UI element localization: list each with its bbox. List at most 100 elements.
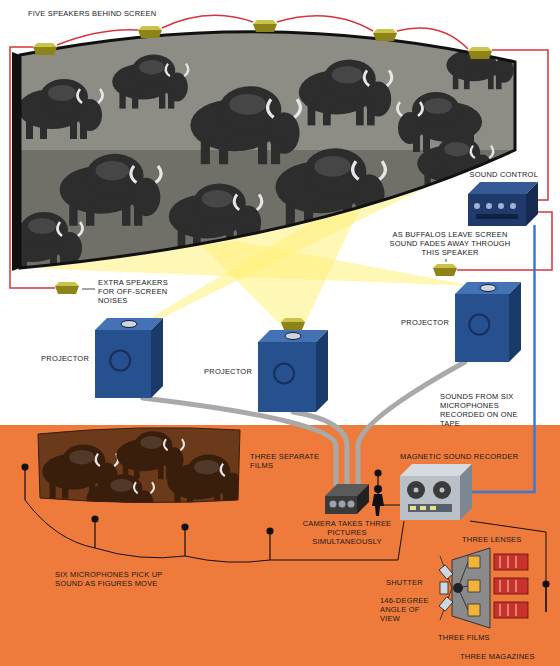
projector-box [469, 315, 489, 335]
speaker-wire [397, 28, 468, 49]
speaker-wire [10, 47, 55, 288]
projector-box [316, 330, 328, 412]
projector-box [95, 318, 163, 398]
projector-box [258, 330, 328, 412]
node-label: SOUND CONTROL [470, 170, 538, 179]
speaker-wire [10, 15, 552, 288]
camera-operator [374, 485, 382, 493]
buffalo-photo [38, 428, 240, 503]
projector-box [258, 342, 316, 412]
microphone [267, 528, 273, 534]
sound-recorder [420, 506, 426, 510]
camera-operator [372, 485, 384, 516]
lens-diagram [439, 565, 453, 579]
callout-label: EXTRA SPEAKERS FOR OFF-SCREEN NOISES [98, 278, 180, 305]
lens-diagram [516, 556, 517, 568]
lens-diagram [508, 556, 509, 568]
speaker [373, 29, 397, 41]
callout-label: THREE FILMS [438, 633, 490, 642]
projector-box [455, 294, 509, 362]
sound-recorder [400, 464, 472, 476]
camera-operator [372, 494, 384, 516]
sound-control-box: SOUND CONTROL [468, 182, 538, 226]
lens-diagram [494, 602, 528, 618]
speaker [138, 26, 162, 38]
lens-diagram [440, 582, 448, 594]
lens-diagram [516, 604, 517, 616]
cinema-screen [0, 0, 560, 300]
sound-recorder [414, 488, 419, 493]
lens-diagram [508, 604, 509, 616]
cinema-screen [60, 154, 161, 226]
callout-label: 146-DEGREE ANGLE OF VIEW [380, 596, 436, 623]
sound-control-box [468, 182, 538, 194]
orange-ground [0, 425, 560, 666]
speaker-wire [162, 15, 253, 28]
projector-box [121, 321, 137, 328]
sound-control-box [526, 182, 538, 226]
lens-diagram [439, 597, 453, 611]
node-label: PROJECTOR [41, 354, 89, 363]
sound-recorder [433, 481, 451, 499]
cinema-screen [0, 150, 560, 300]
speaker [253, 20, 277, 32]
speaker [281, 318, 305, 330]
buffalo-photo [86, 474, 154, 522]
projector-box: PROJECTOR [455, 282, 521, 362]
microphone [22, 464, 28, 470]
camera-body [325, 484, 369, 514]
sound-recorder [430, 506, 436, 510]
microphone [184, 528, 185, 556]
projector-box [258, 330, 328, 342]
projector-box [455, 282, 521, 362]
speaker [33, 43, 57, 55]
camera-body [348, 501, 355, 508]
projector-box [285, 333, 301, 340]
projector-box [480, 285, 496, 292]
cinema-screen [20, 32, 515, 268]
cinema-screen [112, 55, 188, 109]
buffalo-photo [30, 420, 250, 522]
cinema-screen [0, 41, 514, 272]
film-strip [293, 412, 347, 484]
projector-box [274, 364, 294, 384]
speaker [33, 20, 492, 330]
microphone [22, 464, 549, 612]
lens-diagram [500, 580, 501, 592]
sound-recorder: MAGNETIC SOUND RECORDER [400, 464, 472, 520]
callout-label: SOUNDS FROM SIX MICROPHONES RECORDED ON … [440, 392, 528, 428]
microphone [182, 524, 188, 530]
callout-label: AS BUFFALOS LEAVE SCREEN SOUND FADES AWA… [385, 230, 515, 257]
projector-box: PROJECTOR [258, 330, 328, 412]
sound-recorder [460, 464, 472, 520]
lens-diagram [468, 556, 480, 568]
cinema-screen [190, 86, 300, 164]
cinema-screen [0, 0, 560, 300]
microphone [269, 532, 270, 560]
cinema-screen [169, 183, 262, 249]
microphone [375, 470, 381, 476]
speaker-wire [57, 30, 138, 45]
callout-label: THREE MAGAZINES [460, 652, 535, 661]
projector-box [110, 351, 130, 371]
lens-diagram [452, 548, 490, 628]
lens-diagram [500, 556, 501, 568]
projector-box [151, 318, 163, 398]
camera-body [330, 501, 337, 508]
projector-box: PROJECTOR [95, 318, 163, 398]
speaker [55, 282, 79, 294]
sound-control-box [498, 203, 504, 209]
camera-body [357, 484, 369, 514]
camera-body [339, 501, 346, 508]
cinema-screen [18, 79, 103, 139]
sound-control-box [510, 203, 516, 209]
lens-diagram [440, 556, 468, 620]
camera-body: CAMERA TAKES THREE PICTURES SIMULTANEOUS… [325, 484, 369, 514]
lens-diagram [468, 580, 480, 592]
camera-body [325, 496, 357, 514]
node-label: MAGNETIC SOUND RECORDER [400, 452, 518, 461]
cinema-screen [446, 41, 514, 89]
microphone [24, 468, 25, 500]
sound-control-box [468, 194, 526, 226]
node-label: PROJECTOR [401, 318, 449, 327]
